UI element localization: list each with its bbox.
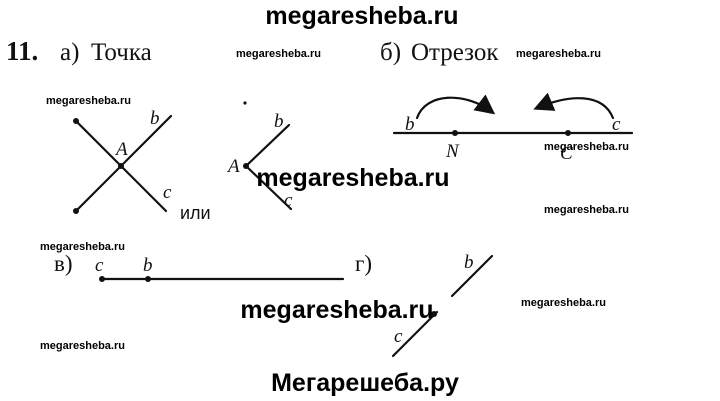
label-c: c — [394, 326, 403, 347]
point-a — [118, 163, 124, 169]
label-c: c — [612, 114, 621, 135]
ray-c — [244, 164, 293, 211]
part-a-letter: а) — [60, 39, 79, 66]
center-watermark: megaresheba.ru — [240, 296, 433, 324]
label-c: c — [95, 255, 104, 276]
watermark-small: megaresheba.ru — [46, 95, 131, 107]
watermark-small: megaresheba.ru — [544, 204, 629, 216]
point-c — [99, 276, 105, 282]
label-b: b — [464, 252, 474, 273]
point — [73, 118, 79, 124]
label-c-point: C — [560, 143, 573, 164]
top-watermark: megaresheba.ru — [265, 2, 458, 30]
label-b: b — [143, 255, 153, 276]
point-b — [145, 276, 151, 282]
label-n: N — [445, 141, 460, 162]
footer-watermark: Мегарешеба.ру — [271, 369, 459, 397]
watermark-small: megaresheba.ru — [521, 297, 606, 309]
watermark-small: megaresheba.ru — [236, 48, 321, 60]
point — [431, 311, 437, 317]
point — [243, 101, 247, 105]
part-a-title: Точка — [91, 39, 152, 66]
arrow-right — [415, 94, 496, 120]
part-g-letter: г) — [355, 251, 372, 276]
label-a: A — [226, 156, 240, 177]
label-b: b — [274, 111, 284, 132]
watermark-small: megaresheba.ru — [544, 141, 629, 153]
line-c-part — [391, 310, 439, 358]
label-c: c — [163, 182, 172, 203]
label-b: b — [150, 108, 160, 129]
label-c: c — [284, 190, 293, 211]
point-a — [243, 163, 249, 169]
part-v-letter: в) — [54, 251, 73, 276]
point-n — [452, 130, 458, 136]
part-b-letter: б) — [380, 39, 401, 66]
label-a: A — [114, 139, 128, 160]
point-c — [565, 130, 571, 136]
exercise-number: 11. — [6, 36, 38, 66]
point — [73, 208, 79, 214]
ray-b — [244, 123, 291, 168]
label-b: b — [405, 114, 415, 135]
watermark-small: megaresheba.ru — [516, 48, 601, 60]
line-b-part — [450, 254, 494, 298]
arrow-left — [533, 92, 615, 120]
watermark-small: megaresheba.ru — [40, 340, 125, 352]
watermark-small: megaresheba.ru — [40, 241, 125, 253]
center-watermark: megaresheba.ru — [256, 164, 449, 192]
or-word: или — [180, 203, 211, 223]
part-b-title: Отрезок — [411, 39, 499, 66]
line-b — [74, 114, 173, 213]
